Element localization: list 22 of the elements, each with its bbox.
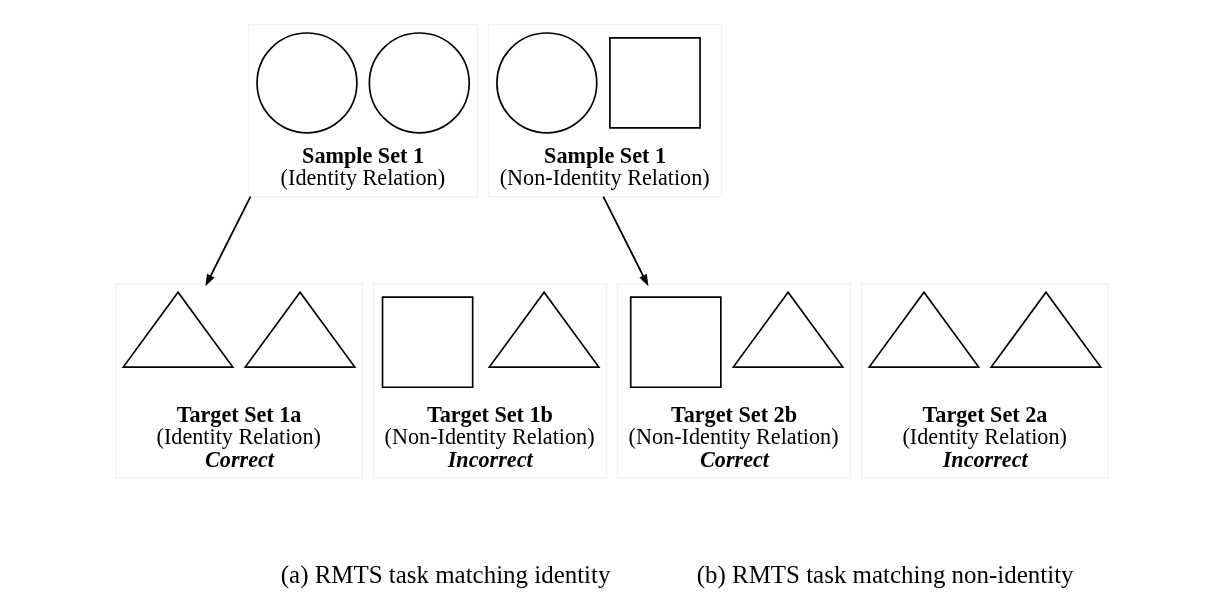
cluster: Target Set 2a (Identity Relation) Incorrect bbox=[860, 283, 1109, 479]
cluster: Target Set 1a (Identity Relation) Correct bbox=[114, 283, 363, 479]
node-triangle bbox=[867, 290, 980, 368]
cluster: Target Set 2b (Non-Identity Relation) Correct bbox=[616, 283, 851, 479]
node-box bbox=[629, 296, 722, 389]
node-triangle bbox=[487, 290, 600, 368]
arrow bbox=[204, 195, 251, 287]
node-box bbox=[608, 37, 701, 129]
label: (a) RMTS task matching identity bbox=[280, 560, 610, 588]
node-circle bbox=[255, 32, 358, 134]
node-triangle bbox=[989, 290, 1102, 368]
node-box bbox=[381, 296, 473, 389]
node-triangle bbox=[731, 290, 844, 368]
cluster: Sample Set 1 (Identity Relation) bbox=[247, 23, 478, 198]
node-triangle bbox=[121, 290, 234, 368]
cluster: Sample Set 1 (Non-Identity Relation) bbox=[487, 23, 722, 198]
cluster: Target Set 1b (Non-Identity Relation) Incorrect bbox=[372, 283, 607, 479]
label: (b) RMTS task matching non-identity bbox=[696, 560, 1074, 588]
node-triangle bbox=[243, 290, 356, 368]
node-circle bbox=[495, 32, 598, 134]
arrow bbox=[601, 195, 648, 287]
node-circle bbox=[368, 32, 470, 134]
